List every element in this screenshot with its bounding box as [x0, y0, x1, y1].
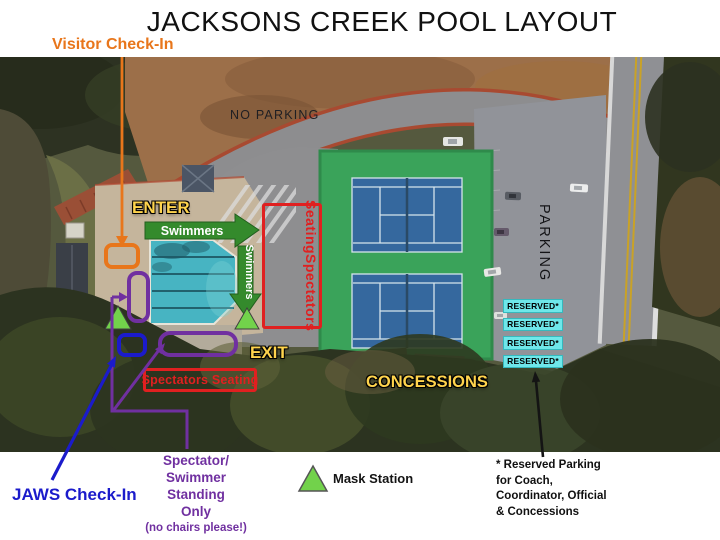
reserved-spot-1: RESERVED*	[503, 299, 563, 313]
reserved-parking-note: * Reserved Parking for Coach, Coordinato…	[496, 459, 607, 518]
spectators-seating-side-label: Spectators Seating	[303, 200, 319, 332]
standing-area-box-horizontal	[158, 331, 238, 357]
spectators-seating-bottom-label: Spectators Seating	[141, 373, 259, 387]
spectators-seating-area-side: Spectators Seating	[262, 200, 322, 332]
mask-station-legend-label: Mask Station	[333, 471, 414, 486]
mask-station-legend-icon	[297, 464, 329, 492]
visitor-checkin-label: Visitor Check-In	[52, 36, 174, 53]
page-title: JACKSONS CREEK POOL LAYOUT	[146, 6, 618, 37]
enter-label: ENTER	[132, 198, 190, 217]
reserved-spot-2: RESERVED*	[503, 317, 563, 331]
visitor-checkin-box	[104, 243, 140, 269]
concessions-label: CONCESSIONS	[366, 373, 488, 391]
no-chairs-note: (no chairs please!)	[145, 522, 247, 534]
reserved-spot-4: RESERVED*	[503, 354, 563, 368]
standing-only-label: Spectator/ Swimmer Standing Only (no cha…	[131, 452, 261, 537]
parking-label: PARKING	[536, 204, 552, 283]
reserved-spot-3: RESERVED*	[503, 336, 563, 350]
jaws-checkin-label: JAWS Check-In	[12, 485, 137, 504]
parked-cars	[443, 137, 589, 319]
standing-area-box-vertical	[127, 271, 150, 323]
jaws-checkin-box	[117, 333, 147, 357]
no-parking-label: NO PARKING	[230, 108, 320, 122]
spectators-seating-area-bottom: Spectators Seating	[141, 368, 259, 392]
exit-label: EXIT	[250, 343, 288, 362]
